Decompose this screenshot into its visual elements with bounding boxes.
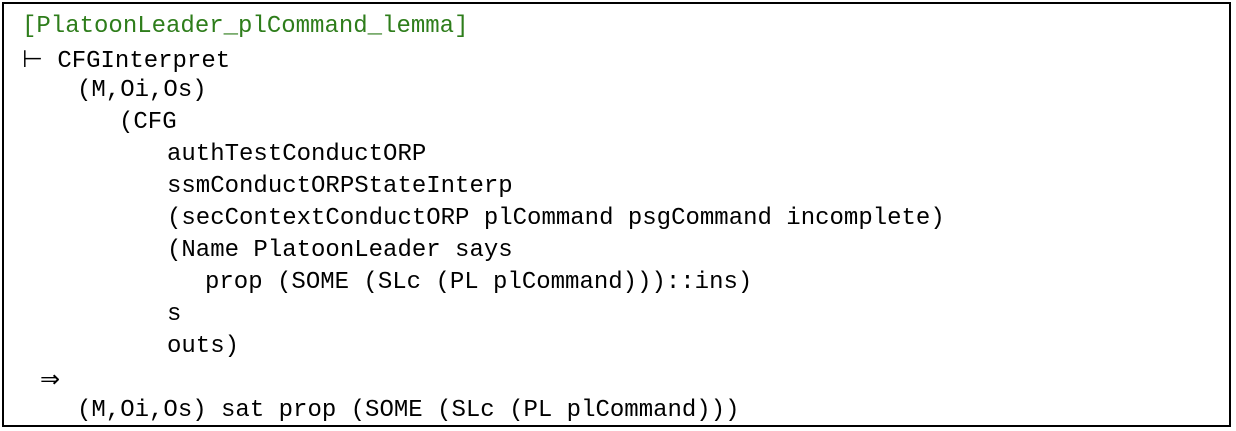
code-line: s	[167, 301, 182, 328]
code-line: outs)	[167, 333, 240, 360]
code-line: prop (SOME (SLc (PL plCommand)))::ins)	[205, 269, 753, 296]
code-line: CFGInterpret	[57, 48, 231, 75]
conclusion-line: (M,Oi,Os) sat prop (SOME (SLc (PL plComm…	[77, 397, 740, 424]
implies-symbol: ⇒	[40, 365, 61, 393]
code-line: (secContextConductORP plCommand psgComma…	[167, 205, 945, 232]
theorem-name: [PlatoonLeader_plCommand_lemma]	[22, 13, 469, 40]
turnstile-symbol: ⊢	[22, 45, 43, 73]
code-line: authTestConductORP	[167, 141, 427, 168]
code-line: (M,Oi,Os)	[77, 77, 207, 104]
code-line: (Name PlatoonLeader says	[167, 237, 513, 264]
theorem-code-block: [PlatoonLeader_plCommand_lemma] ⊢ CFGInt…	[22, 11, 945, 427]
theorem-statement-line: ⊢ CFGInterpret	[22, 43, 945, 75]
code-line: ssmConductORPStateInterp	[167, 173, 513, 200]
code-line: (CFG	[119, 109, 177, 136]
